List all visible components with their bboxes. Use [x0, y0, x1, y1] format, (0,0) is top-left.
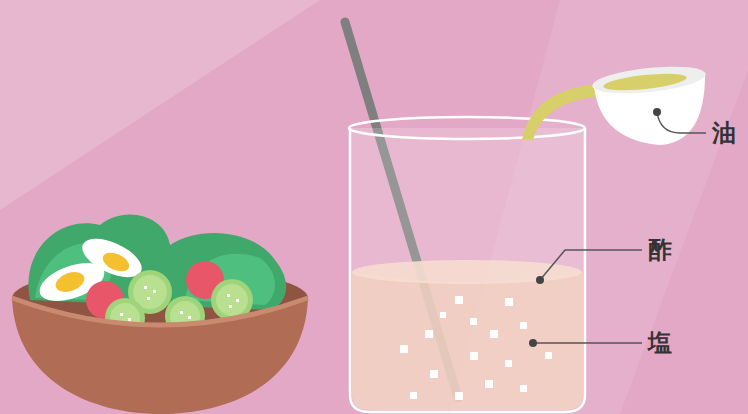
leader-lines-part: [540, 250, 642, 280]
leader-dots: [529, 108, 661, 347]
background-part: [0, 0, 320, 210]
salt-cubes: [400, 296, 552, 400]
salt-cubes-part: [470, 318, 477, 325]
cucumbers-part-part: [229, 305, 232, 308]
beaker-part: [350, 128, 585, 412]
cucumbers-part-part: [188, 316, 191, 319]
leader-lines-part: [533, 342, 642, 344]
salad-bowl-part: [12, 298, 308, 325]
ingredient-label: 油: [712, 119, 736, 147]
cucumbers-part: [216, 284, 248, 316]
cucumbers-part-part: [147, 297, 150, 300]
leader-dots-part: [653, 108, 661, 116]
salad-bowl-part: [12, 298, 308, 414]
leader-dots-part: [529, 339, 537, 347]
beaker-part: [352, 272, 583, 410]
cucumbers-part-part: [153, 290, 156, 293]
salt-cubes-part: [410, 392, 417, 399]
cucumbers-part-part: [227, 294, 230, 297]
leader-lines: [533, 112, 706, 343]
salt-cubes-part: [505, 298, 513, 306]
salt-cubes-part: [520, 322, 527, 329]
leader-lines-part: [657, 112, 706, 133]
salt-cubes-part: [485, 380, 493, 388]
cucumbers-part-part: [144, 286, 147, 289]
salt-cubes-part: [455, 296, 463, 304]
salt-cubes-part: [470, 352, 478, 360]
salad-bowl: [12, 215, 308, 414]
eggs-part: [53, 268, 87, 295]
salt-cubes-part: [545, 352, 552, 359]
label-holder: 酢: [648, 236, 672, 264]
oil-bowl-part: [602, 71, 687, 94]
oil-stream: [522, 84, 604, 140]
label-holder: 油: [712, 119, 736, 147]
salt-cubes-part: [440, 312, 446, 318]
salt-cubes-part: [520, 385, 527, 392]
oil-bowl-part: [591, 62, 707, 98]
salt-cubes-part: [490, 330, 498, 338]
salt-cubes-part: [505, 360, 512, 367]
salt-cubes-part: [455, 392, 463, 400]
cucumbers-part-part: [236, 299, 239, 302]
beaker-part: [349, 117, 585, 139]
ingredient-label: 酢: [648, 236, 672, 264]
salt-cubes-part: [430, 370, 438, 378]
oil-stream-part: [522, 84, 604, 140]
salt-cubes-part: [400, 345, 408, 353]
cucumbers-part-part: [180, 311, 183, 314]
beaker-part: [350, 128, 585, 412]
ingredient-label: 塩: [648, 329, 672, 357]
label-holder: 塩: [648, 329, 672, 357]
beaker: [349, 117, 585, 412]
oil-bowl: [591, 62, 707, 145]
cucumbers-part-part: [120, 313, 123, 316]
cucumbers-part: [120, 286, 239, 321]
cucumbers-part-part: [128, 318, 131, 321]
leader-dots-part: [536, 276, 544, 284]
eggs-part: [100, 249, 132, 275]
salt-cubes-part: [425, 330, 433, 338]
